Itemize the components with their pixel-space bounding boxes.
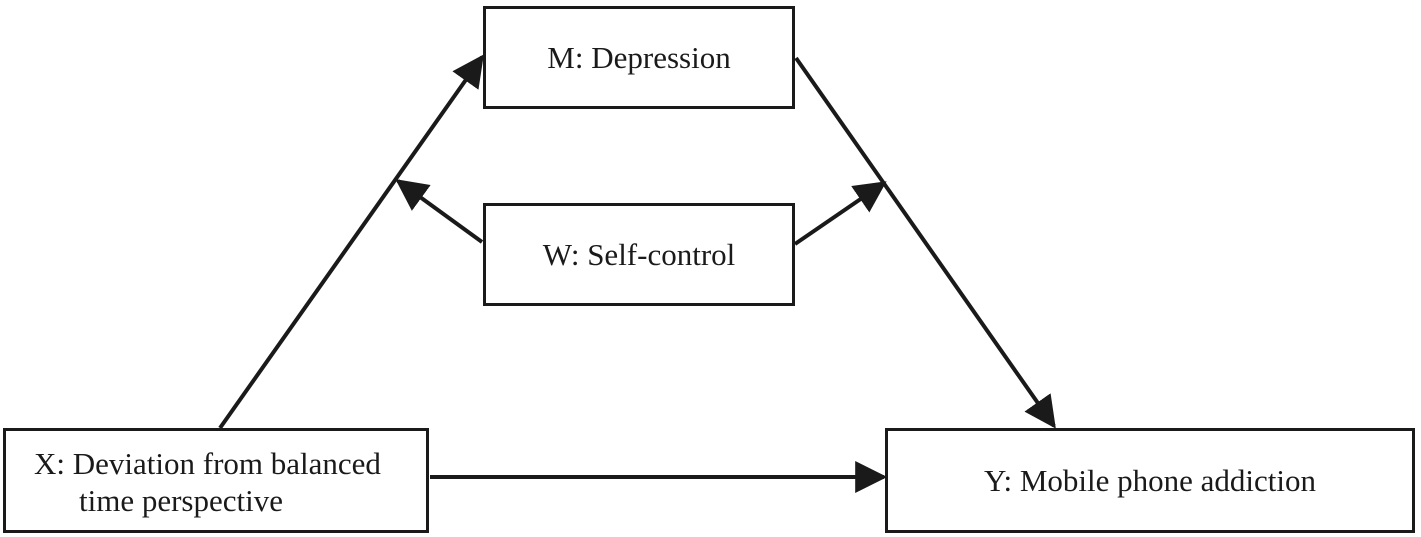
arrow-x-to-m: [218, 54, 484, 430]
node-x-label-line2: time perspective: [79, 483, 283, 518]
node-m-label: M: Depression: [547, 40, 731, 75]
node-y-label: Y: Mobile phone addiction: [983, 463, 1317, 498]
arrow-w-to-my-path: [793, 181, 887, 246]
node-x-label-line1: X: Deviation from balanced: [34, 446, 381, 481]
node-w-label: W: Self-control: [542, 237, 736, 272]
node-y-mobile-phone-addiction: Y: Mobile phone addiction: [885, 428, 1415, 533]
node-x-deviation: X: Deviation from balanced time perspect…: [3, 428, 429, 533]
node-w-self-control: W: Self-control: [483, 203, 795, 306]
arrow-w-to-xm-path: [395, 179, 484, 244]
node-m-depression: M: Depression: [483, 6, 795, 109]
arrow-m-to-y: [794, 56, 1056, 429]
